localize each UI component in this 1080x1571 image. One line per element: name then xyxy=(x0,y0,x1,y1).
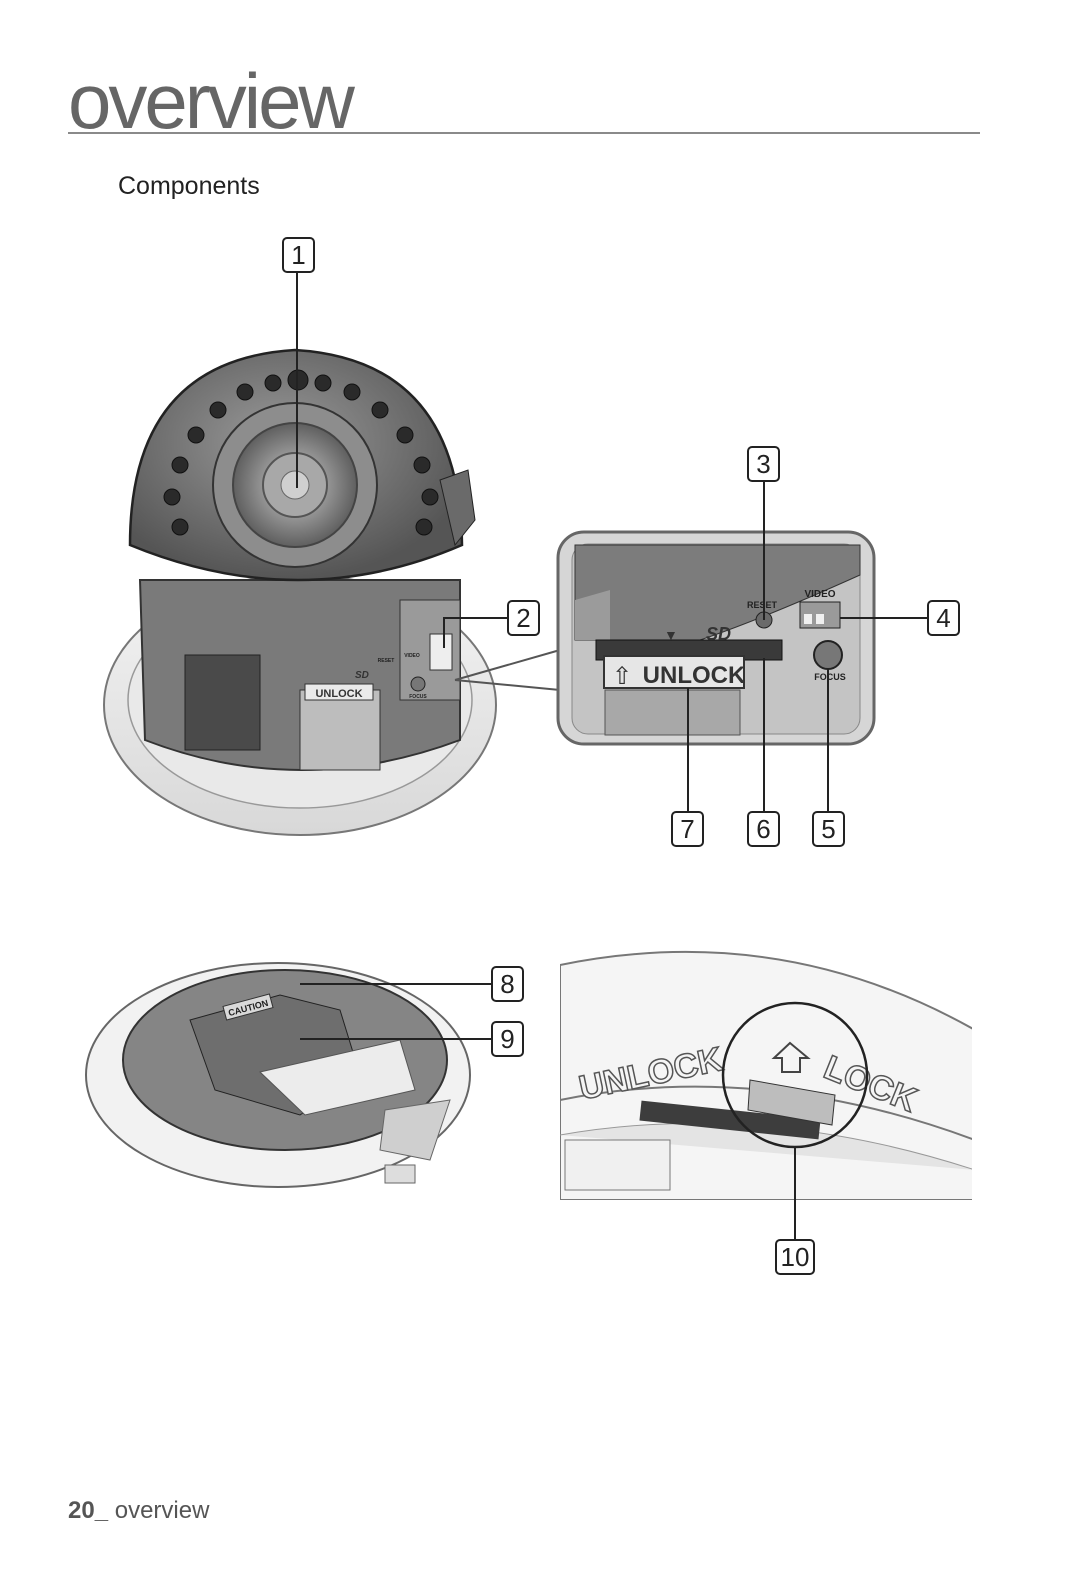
camera-base-view: CAUTION xyxy=(85,962,471,1188)
section-heading: Components xyxy=(118,172,260,200)
leader-lines xyxy=(296,272,928,1240)
unlock-arrow-icon: ⇧ xyxy=(612,663,632,690)
callout-10: 10 xyxy=(775,1239,815,1275)
camera-main-view: UNLOCK SD RESET VIDEO FOCUS xyxy=(103,348,497,836)
reset-zoom-label: RESET xyxy=(747,600,778,610)
svg-text:4: 4 xyxy=(936,603,950,633)
callout-7: 7 xyxy=(671,811,704,847)
callout-4: 4 xyxy=(927,600,960,636)
svg-text:5: 5 xyxy=(821,814,835,844)
page-number: 20_ xyxy=(68,1497,109,1524)
footer-section: overview xyxy=(114,1497,210,1524)
callout-5: 5 xyxy=(812,811,845,847)
ring-lock-detail: UNLOCK LOCK xyxy=(560,950,972,1200)
svg-text:9: 9 xyxy=(500,1024,514,1054)
unlock-small-label: UNLOCK xyxy=(315,688,362,700)
chapter-title: overview xyxy=(68,57,355,145)
sd-card-arrow-icon: ▼ xyxy=(664,627,678,643)
callout-8: 8 xyxy=(491,966,524,1002)
callout-3: 3 xyxy=(747,446,780,482)
callout-9: 9 xyxy=(491,1021,524,1057)
zoom-panel: ⇧ UNLOCK SD ▼ RESET VIDEO FOCUS xyxy=(556,530,876,746)
svg-text:10: 10 xyxy=(781,1242,810,1272)
lock-arrow-icon xyxy=(771,1041,811,1073)
svg-text:6: 6 xyxy=(756,814,770,844)
focus-small-label: FOCUS xyxy=(409,694,427,700)
svg-text:2: 2 xyxy=(516,603,530,633)
svg-text:1: 1 xyxy=(291,240,305,270)
video-small-label: VIDEO xyxy=(404,653,420,659)
svg-text:3: 3 xyxy=(756,449,770,479)
svg-text:8: 8 xyxy=(500,969,514,999)
video-zoom-label: VIDEO xyxy=(804,589,835,600)
reset-small-label: RESET xyxy=(378,658,395,664)
focus-zoom-label: FOCUS xyxy=(814,672,846,682)
page-footer: 20_ overview xyxy=(68,1497,209,1525)
callout-markers: 1 2 3 4 5 6 7 8 xyxy=(282,237,960,1275)
unlock-zoom-label: UNLOCK xyxy=(643,662,746,689)
sd-zoom-label: SD xyxy=(706,624,731,644)
callout-1: 1 xyxy=(282,237,315,273)
sd-small-label: SD xyxy=(355,670,369,681)
callout-6: 6 xyxy=(747,811,780,847)
svg-text:7: 7 xyxy=(680,814,694,844)
title-rule xyxy=(68,132,980,134)
callout-2: 2 xyxy=(507,600,540,636)
